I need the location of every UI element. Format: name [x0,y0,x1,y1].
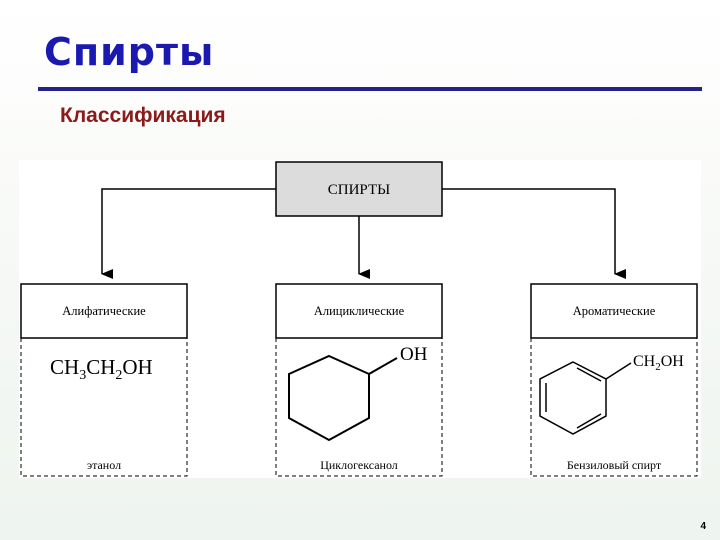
page-number: 4 [700,521,706,532]
formula-part: CH [633,353,656,370]
slide-title: Спирты [44,30,215,74]
connectors [101,188,626,279]
formula-part: CH [86,355,115,379]
cyclohexane-ring [288,354,398,442]
oh-bond [368,357,398,375]
example-name-cyclohexanol: Циклогексанол [320,458,398,472]
formula-ethanol: CH3CH2OH [50,355,153,383]
category-box-aromatic [530,283,698,339]
formula-subscript: 2 [655,361,661,373]
example-box-aliphatic [20,338,188,477]
slide-subtitle: Классификация [60,104,226,127]
formula-subscript: 3 [79,368,86,383]
example-name-ethanol: этанол [87,458,121,472]
category-label-aromatic: Ароматические [573,304,656,318]
root-box [275,161,443,217]
category-label-aliphatic: Алифатические [62,304,146,318]
formula-part: OH [661,353,685,370]
example-name-benzyl-alcohol: Бензиловый спирт [567,458,662,472]
benzene-ring [539,361,632,435]
arrow-aliphatic [101,188,276,279]
formula-part: CH [50,355,79,379]
formula-part: OH [122,355,152,379]
category-label-alicyclic: Алициклические [314,304,405,318]
root-label: СПИРТЫ [328,182,390,198]
category-box-aliphatic [20,283,188,339]
classification-diagram: СПИРТЫ Алифатические Алициклические Аром… [20,161,698,477]
example-box-aromatic [530,338,698,477]
formula-subscript: 2 [115,368,122,383]
category-box-alicyclic [275,283,443,339]
arrow-aromatic [442,188,626,279]
substituent-oh: OH [400,344,428,365]
substituent-ch2oh: CH2OH [633,353,684,373]
ch2oh-bond [605,362,632,380]
diagram-panel: СПИРТЫ Алифатические Алициклические Аром… [19,160,701,478]
title-divider [38,87,702,91]
example-box-alicyclic [275,338,443,477]
